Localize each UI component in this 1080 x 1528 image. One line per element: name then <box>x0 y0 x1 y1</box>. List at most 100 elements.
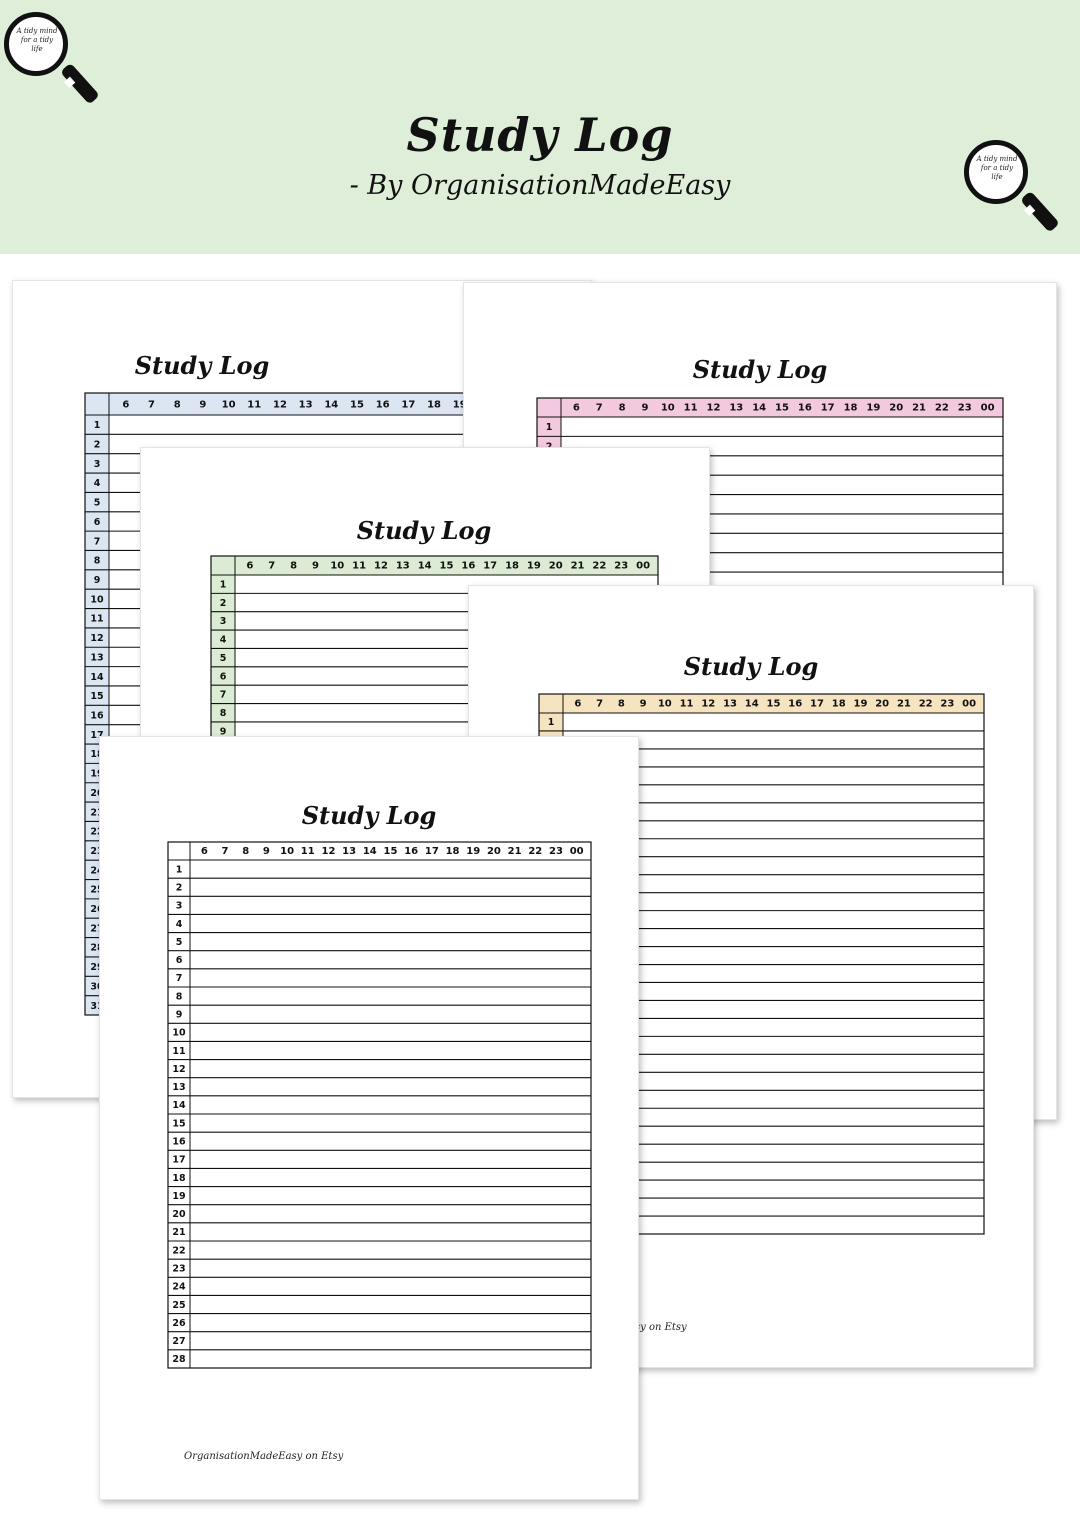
hour-label: 12 <box>273 400 287 411</box>
hour-label: 18 <box>505 561 519 572</box>
day-number: 6 <box>94 517 101 528</box>
hour-label: 8 <box>174 400 181 411</box>
hour-label: 21 <box>897 699 911 710</box>
sheet-title: Study Log <box>692 355 828 384</box>
hour-label: 00 <box>962 699 976 710</box>
hour-label: 15 <box>767 699 781 710</box>
hour-label: 18 <box>446 846 460 857</box>
day-number: 5 <box>176 937 183 948</box>
day-number: 7 <box>220 690 227 701</box>
hour-label: 12 <box>707 403 721 414</box>
hour-label: 22 <box>935 403 949 414</box>
hour-label: 8 <box>290 561 297 572</box>
day-number: 16 <box>172 1136 186 1147</box>
hour-header-band <box>537 398 1003 417</box>
sheet-title: Study Log <box>356 516 492 545</box>
hour-label: 15 <box>350 400 364 411</box>
day-number: 29 <box>90 962 103 973</box>
badge-text: A tidy mind for a tidy life <box>16 27 58 53</box>
day-number: 8 <box>94 556 101 567</box>
hour-label: 8 <box>618 699 625 710</box>
hour-label: 7 <box>148 400 155 411</box>
hour-label: 13 <box>729 403 743 414</box>
hour-label: 6 <box>122 400 129 411</box>
hour-label: 14 <box>745 699 759 710</box>
hour-label: 11 <box>301 846 315 857</box>
day-number: 2 <box>94 440 101 451</box>
day-number: 1 <box>220 579 227 590</box>
day-number: 18 <box>90 749 104 760</box>
hour-label: 17 <box>425 846 439 857</box>
hour-label: 16 <box>798 403 812 414</box>
magnifier-lens: A tidy mind for a tidy life <box>4 12 68 76</box>
day-number: 1 <box>546 422 553 433</box>
hour-label: 13 <box>299 400 313 411</box>
hour-label: 19 <box>853 699 867 710</box>
day-number: 13 <box>90 652 103 663</box>
hour-label: 00 <box>636 561 650 572</box>
day-number: 3 <box>94 459 101 470</box>
hour-label: 10 <box>661 403 675 414</box>
day-number: 2 <box>220 598 227 609</box>
hour-label: 12 <box>321 846 335 857</box>
hour-label: 20 <box>875 699 889 710</box>
hour-label: 11 <box>247 400 261 411</box>
hour-label: 20 <box>549 561 563 572</box>
day-number: 27 <box>172 1336 185 1347</box>
hour-label: 23 <box>614 561 628 572</box>
day-number: 7 <box>94 536 101 547</box>
day-number: 28 <box>172 1354 186 1365</box>
sheet-title: Study Log <box>683 652 819 681</box>
day-number: 6 <box>220 671 227 682</box>
day-number: 4 <box>176 919 183 930</box>
hour-label: 19 <box>453 400 467 411</box>
hour-label: 7 <box>222 846 229 857</box>
day-number: 14 <box>90 672 104 683</box>
hour-label: 16 <box>376 400 390 411</box>
hour-label: 7 <box>268 561 275 572</box>
hour-label: 21 <box>508 846 522 857</box>
hour-label: 7 <box>596 403 603 414</box>
hour-label: 19 <box>466 846 480 857</box>
badge-text: A tidy mind for a tidy life <box>976 155 1018 181</box>
day-number: 2 <box>176 882 183 893</box>
day-number: 19 <box>172 1191 185 1202</box>
grid-border <box>210 555 659 776</box>
hour-label: 11 <box>680 699 694 710</box>
day-number: 31 <box>90 1001 103 1012</box>
hour-label: 14 <box>752 403 766 414</box>
hour-label: 19 <box>866 403 880 414</box>
hour-label: 6 <box>201 846 208 857</box>
hour-label: 16 <box>461 561 475 572</box>
day-number: 24 <box>90 865 104 876</box>
banner-subtitle: - By OrganisationMadeEasy <box>349 170 731 201</box>
hour-label: 17 <box>401 400 415 411</box>
hour-label: 15 <box>440 561 454 572</box>
day-number: 13 <box>172 1082 185 1093</box>
hour-label: 6 <box>246 561 253 572</box>
hour-label: 18 <box>832 699 846 710</box>
day-column-band <box>168 842 190 1368</box>
hour-label: 11 <box>684 403 698 414</box>
hour-label: 21 <box>571 561 585 572</box>
hour-label: 17 <box>821 403 835 414</box>
hour-label: 17 <box>483 561 497 572</box>
day-number: 21 <box>172 1227 185 1238</box>
hour-label: 17 <box>810 699 824 710</box>
day-number: 12 <box>90 633 103 644</box>
hour-label: 6 <box>573 403 580 414</box>
hour-label: 12 <box>701 699 715 710</box>
hour-header-band <box>168 842 591 860</box>
day-number: 18 <box>172 1173 186 1184</box>
hour-label: 22 <box>592 561 606 572</box>
day-number: 4 <box>220 635 227 646</box>
sheet-title: Study Log <box>301 801 437 830</box>
hour-label: 12 <box>374 561 388 572</box>
hour-label: 9 <box>199 400 206 411</box>
day-number: 28 <box>90 943 104 954</box>
day-number: 8 <box>176 991 183 1002</box>
header-banner: A tidy mind for a tidy life A tidy mind … <box>0 0 1080 254</box>
